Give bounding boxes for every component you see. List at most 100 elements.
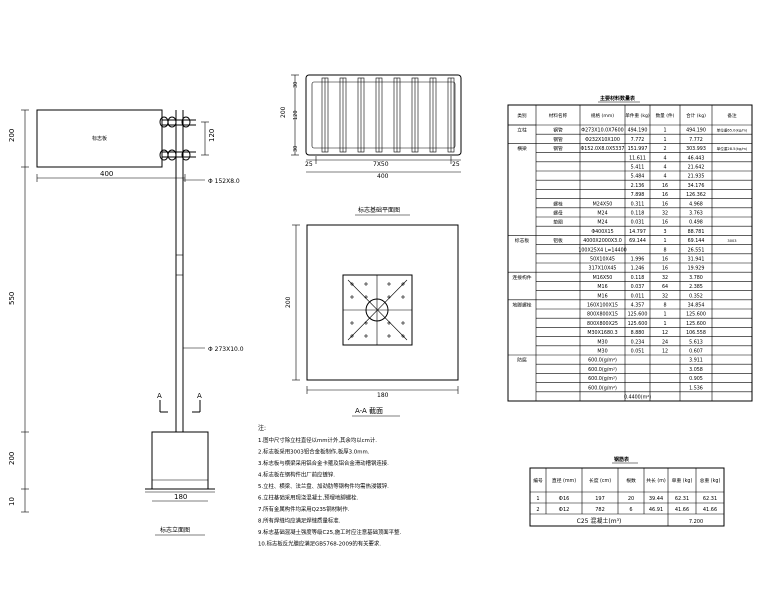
materials-cell: 1.536 bbox=[689, 385, 703, 391]
materials-cell: 钢管 bbox=[553, 136, 563, 143]
materials-cell: 5.411 bbox=[631, 165, 645, 171]
dim-pole-550: 550 bbox=[8, 292, 16, 305]
materials-cell: 螺母 bbox=[553, 210, 563, 217]
materials-cell: 160X100X15 bbox=[587, 303, 618, 309]
plan-dim-w-mid: 7X50 bbox=[373, 161, 389, 168]
materials-cell: Φ273X10.0X7600 bbox=[581, 128, 623, 134]
rebar-table: 钢筋表 编号直径 (mm)长度 (cm)根数共长 (m)单重 (kg)总重 (k… bbox=[529, 456, 725, 527]
section-mark-left: A bbox=[157, 392, 162, 400]
materials-cell: 5.613 bbox=[689, 339, 703, 345]
materials-cell: 600.0(g/m²) bbox=[588, 376, 617, 382]
materials-cell: 600.0(g/m²) bbox=[588, 385, 617, 391]
sign-board bbox=[36, 109, 163, 168]
materials-cell: 88.781 bbox=[688, 229, 705, 235]
materials-cell: 0.905 bbox=[689, 376, 703, 382]
materials-header-cell: 备注 bbox=[727, 112, 737, 119]
materials-cell: 3.763 bbox=[689, 211, 703, 217]
materials-cell: 50X10X45 bbox=[590, 257, 615, 263]
pipe-top-label: Φ 152X8.0 bbox=[208, 178, 240, 185]
materials-cell: 126.362 bbox=[686, 192, 706, 198]
materials-cell: 单位重65.0(kg/m) bbox=[717, 128, 748, 133]
materials-cell: 4.357 bbox=[631, 303, 645, 309]
materials-cell: 0.011 bbox=[631, 293, 645, 299]
materials-cell: 0.051 bbox=[631, 349, 645, 355]
note-line: 4.标志板在钢构件出厂前应镀锌. bbox=[258, 471, 335, 479]
note-line: 3.标志板与横梁采用铝合金卡箍及铝合金滑动槽钢连接. bbox=[258, 459, 389, 467]
materials-cell: Φ400X15 bbox=[591, 229, 613, 235]
materials-cell: M24 bbox=[597, 220, 607, 226]
materials-cell: 7.898 bbox=[631, 192, 645, 198]
materials-cell: 125.600 bbox=[686, 312, 706, 318]
note-line: 8.所有焊缝均应满足焊缝质量标准. bbox=[258, 517, 341, 525]
dim-sign-height: 200 bbox=[8, 129, 16, 142]
materials-cell: 0.498 bbox=[689, 220, 703, 226]
materials-cell: 0.118 bbox=[631, 275, 645, 281]
materials-cell: 125.600 bbox=[628, 321, 648, 327]
materials-cell: 4.968 bbox=[689, 201, 703, 207]
materials-cell: 0.607 bbox=[689, 349, 703, 355]
materials-cell: 防腐 bbox=[517, 357, 527, 364]
rebar-cell: 39.44 bbox=[649, 496, 663, 502]
materials-cell: 151.997 bbox=[628, 146, 648, 152]
materials-cell: 铝板 bbox=[553, 237, 563, 244]
materials-cell: 标志板 bbox=[515, 237, 530, 244]
materials-cell: 0.037 bbox=[631, 284, 645, 290]
rebar-header-cell: 编号 bbox=[533, 477, 543, 484]
note-line: 2.标志板采用3003铝合金板制作,板厚3.0mm. bbox=[258, 448, 370, 456]
materials-cell: 1 bbox=[663, 321, 666, 327]
materials-cell: 0.031 bbox=[631, 220, 645, 226]
elevation-view: 标志板 200 400 120 Φ 152X8.0 bbox=[8, 109, 244, 536]
materials-cell: 16 bbox=[662, 192, 668, 198]
flange-view: 标志基础平面图 200 180 A-A 截面 bbox=[285, 206, 459, 417]
materials-cell: 0.311 bbox=[631, 201, 645, 207]
materials-cell: 32 bbox=[662, 293, 668, 299]
plan-dim-w-total: 400 bbox=[377, 173, 389, 180]
materials-cell: 12 bbox=[662, 349, 668, 355]
materials-cell: 16 bbox=[662, 266, 668, 272]
materials-cell: 11.611 bbox=[629, 155, 646, 161]
materials-cell: Φ152.0X8.0X5337 bbox=[581, 146, 625, 152]
rebar-header-cell: 直径 (mm) bbox=[552, 477, 576, 484]
materials-cell: 1 bbox=[663, 312, 666, 318]
rebar-cell: 197 bbox=[595, 496, 605, 502]
materials-header-cell: 单件重 (kg) bbox=[625, 112, 650, 119]
materials-cell: 4 bbox=[663, 165, 666, 171]
rebar-cell: 20 bbox=[628, 496, 634, 502]
rebar-header-cell: 长度 (cm) bbox=[589, 477, 611, 484]
dim-base-200: 200 bbox=[8, 452, 16, 465]
plan-dim-h3: 30 bbox=[293, 146, 299, 152]
materials-cell: 600.0(g/m²) bbox=[588, 358, 617, 364]
materials-cell: 4 bbox=[663, 174, 666, 180]
materials-cell: Φ232X10X100 bbox=[585, 137, 620, 143]
foundation-plan-outline bbox=[306, 224, 459, 381]
materials-cell: 16 bbox=[662, 220, 668, 226]
materials-header-cell: 类别 bbox=[517, 112, 527, 119]
materials-cell: 8.880 bbox=[631, 330, 645, 336]
materials-cell: 24 bbox=[662, 339, 668, 345]
notes-head: 注: bbox=[258, 424, 266, 432]
rebar-cell: Ф12 bbox=[559, 507, 570, 513]
materials-cell: 3.911 bbox=[689, 358, 703, 364]
note-line: 6.立柱基础采用现浇混凝土,预埋地脚螺栓. bbox=[258, 494, 358, 502]
materials-cell: 0.234 bbox=[631, 339, 645, 345]
flange-title: 标志基础平面图 bbox=[358, 206, 400, 214]
materials-cell: 14.797 bbox=[629, 229, 646, 235]
materials-table: 主要材料数量表 类别材料名称规格 (mm)单件重 (kg)数量 (件)合计 (k… bbox=[507, 95, 753, 402]
materials-cell: 4000X2000X3.0 bbox=[583, 238, 622, 244]
materials-cell: 32 bbox=[662, 211, 668, 217]
materials-cell: M16X50 bbox=[593, 275, 613, 281]
dim-base-10: 10 bbox=[8, 497, 16, 506]
materials-cell: 12 bbox=[662, 330, 668, 336]
materials-cell: 125.600 bbox=[628, 312, 648, 318]
materials-cell: 7.772 bbox=[631, 137, 645, 143]
materials-cell: 连接构件 bbox=[512, 274, 531, 281]
rebar-footer-value: 7.200 bbox=[689, 519, 703, 525]
materials-title: 主要材料数量表 bbox=[600, 95, 636, 102]
rebar-frame bbox=[529, 467, 725, 527]
flange-dim-h: 200 bbox=[285, 296, 292, 308]
rebar-title: 钢筋表 bbox=[614, 456, 630, 463]
sign-label: 标志板 bbox=[92, 135, 107, 142]
materials-cell: 螺栓 bbox=[553, 200, 563, 207]
materials-header-cell: 材料名称 bbox=[549, 112, 568, 119]
materials-cell: 8 bbox=[663, 303, 666, 309]
